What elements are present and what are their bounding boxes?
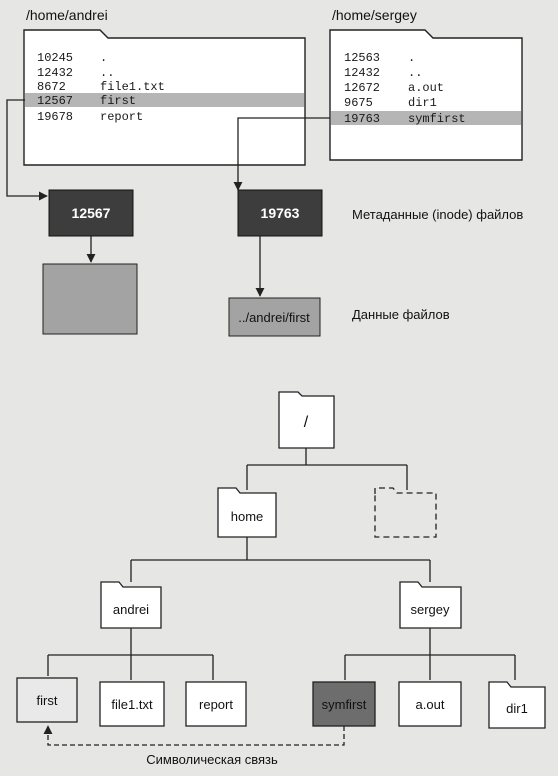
svg-text:symfirst: symfirst [322,697,367,712]
svg-text:9675: 9675 [344,96,373,110]
dir-sergey-title: /home/sergey [332,7,417,23]
file-first: first [16,677,78,723]
svg-text:report: report [100,110,143,124]
svg-text:10245: 10245 [37,51,73,65]
svg-text:.: . [408,51,415,65]
folder-dir1: dir1 [488,681,546,729]
svg-text:8672: 8672 [37,80,66,94]
dir-sergey-entry: 12672 a.out [344,81,444,95]
dir-sergey-entry: 9675 dir1 [344,96,437,110]
folder-andrei: andrei [100,581,162,629]
svg-text:a.out: a.out [416,697,445,712]
svg-text:first: first [37,693,58,708]
inode-left-box [48,189,134,237]
folder-dashed [374,487,437,538]
svg-text:12567: 12567 [37,94,73,108]
dir-andrei-title: /home/andrei [26,7,108,23]
svg-text:..: .. [408,66,422,80]
svg-text:19678: 19678 [37,110,73,124]
file-report: report [185,681,247,727]
dir-andrei-entry: 8672 file1.txt [37,80,165,94]
svg-text:19763: 19763 [344,112,380,126]
dir-sergey-panel: /home/sergey 12563 . 12432 .. 12672 a.ou… [329,7,523,161]
inode-left-number: 12567 [72,205,111,221]
file-file1-txt: file1.txt [99,681,165,727]
svg-text:12563: 12563 [344,51,380,65]
svg-text:symfirst: symfirst [408,112,466,126]
inode-right-number: 19763 [261,205,300,221]
svg-text:a.out: a.out [408,81,444,95]
data-block-left [42,263,138,335]
arrow-first-to-inode [6,99,48,201]
data-block-right-content: ../andrei/first [238,310,310,325]
dir-sergey-entry: 12432 .. [344,66,422,80]
file-a-out: a.out [398,681,462,727]
folder-andrei-label: andrei [113,602,149,617]
svg-text:12432: 12432 [37,66,73,80]
dir-andrei-entry: 19678 report [37,110,143,124]
dir-andrei-entry: 12567 first [37,94,136,108]
dir-sergey-entry: 19763 symfirst [344,112,466,126]
svg-text:report: report [199,697,233,712]
svg-text:.: . [100,51,107,65]
folder-sergey-label: sergey [410,602,450,617]
dir-sergey-entry: 12563 . [344,51,415,65]
symlink-arrow [43,725,345,746]
arrow-symfirst-to-inode [233,117,330,191]
symlink-label: Символическая связь [146,752,278,767]
svg-text:dir1: dir1 [506,701,528,716]
dir-andrei-entry: 10245 . [37,51,107,65]
data-block-right [228,297,321,337]
folder-sergey: sergey [399,581,462,629]
dir-andrei-entry: 12432 .. [37,66,114,80]
folder-home-label: home [231,509,264,524]
dir-sergey-highlight-row [331,111,521,125]
folder-home: home [217,487,277,538]
inode-right-box [237,189,323,237]
inode-label: Метаданные (inode) файлов [352,207,523,222]
svg-text:file1.txt: file1.txt [111,697,153,712]
dir-andrei-panel: /home/andrei 10245 . 12432 .. 8672 file1… [23,7,306,166]
data-label: Данные файлов [352,307,450,322]
svg-text:12672: 12672 [344,81,380,95]
file-symfirst: symfirst [312,681,376,727]
folder-root: / [278,391,335,449]
dir-andrei-highlight-row [25,93,304,107]
folder-root-label: / [304,414,309,431]
svg-text:first: first [100,94,136,108]
svg-text:12432: 12432 [344,66,380,80]
svg-text:file1.txt: file1.txt [100,80,165,94]
svg-text:..: .. [100,66,114,80]
tree-lines [47,448,516,680]
svg-text:dir1: dir1 [408,96,437,110]
